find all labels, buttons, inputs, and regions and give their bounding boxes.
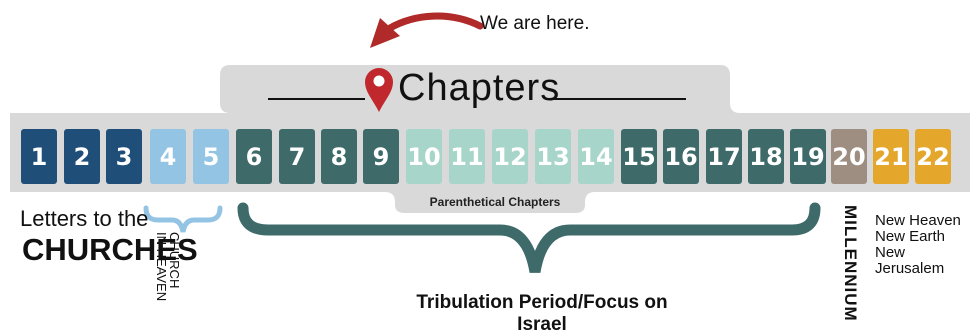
new-heaven-label: New Heaven [875,212,961,229]
curved-arrow-icon [370,12,484,48]
chapter-tile-9: 9 [363,129,399,184]
chapter-tile-19: 19 [790,129,826,184]
church-line1: CHURCH [167,232,182,289]
tribulation-label: Tribulation Period/Focus on Israel [416,292,668,335]
heaven-brace-icon [143,205,223,233]
church-line2: IN HEAVEN [154,232,169,302]
chapter-tile-2: 2 [64,129,100,184]
letters-label-line2: CHURCHES [22,232,198,267]
parenthetical-label: Parenthetical Chapters [429,195,561,209]
location-pin-icon [365,68,393,112]
chapter-tile-7: 7 [279,129,315,184]
chapter-tile-21: 21 [873,129,909,184]
chapter-tile-11: 11 [449,129,485,184]
page-title: Chapters [398,67,561,109]
chapter-tile-16: 16 [663,129,699,184]
letters-label-line1: Letters to the [20,206,149,231]
chapter-tile-15: 15 [621,129,657,184]
chapter-tile-5: 5 [193,129,229,184]
chapter-tile-10: 10 [406,129,442,184]
church-in-heaven-label: CHURCH IN HEAVEN [154,232,182,302]
chapter-tile-22: 22 [915,129,951,184]
chapter-tile-3: 3 [106,129,142,184]
new-heaven-block: New Heaven New Earth New Jerusalem [875,213,978,277]
braces [143,202,821,274]
chapter-tile-6: 6 [236,129,272,184]
tribulation-brace-icon [237,202,821,274]
chapter-tile-1: 1 [21,129,57,184]
chapter-tile-4: 4 [150,129,186,184]
chapter-tile-18: 18 [748,129,784,184]
millennium-label: MILLENNIUM [841,205,860,322]
chapter-tile-13: 13 [535,129,571,184]
new-earth-label: New Earth [875,228,946,245]
new-jerusalem-label: New Jerusalem [875,244,945,277]
chapter-tile-20: 20 [831,129,867,184]
chapter-tile-12: 12 [492,129,528,184]
chapter-tile-8: 8 [321,129,357,184]
we-are-here-label: We are here. [480,13,590,34]
chapter-tile-17: 17 [706,129,742,184]
chapter-tile-14: 14 [578,129,614,184]
